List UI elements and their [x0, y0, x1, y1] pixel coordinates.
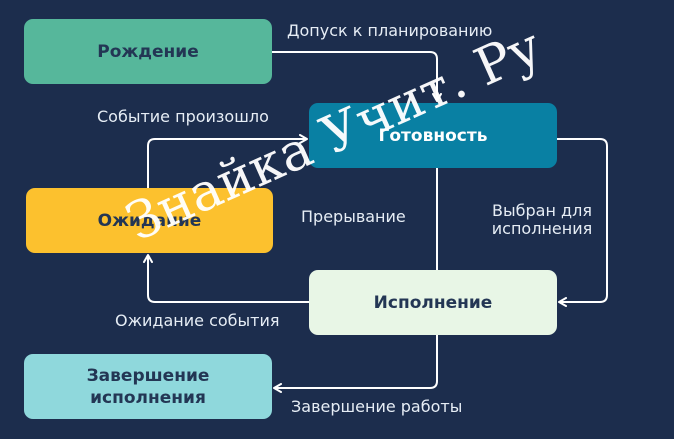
- transition-label-admit: Допуск к планированию: [287, 21, 493, 40]
- arrow-running-to-completion: [273, 335, 438, 393]
- state-waiting-label: Ожидание: [97, 210, 202, 231]
- transition-label-finish: Завершение работы: [291, 397, 463, 416]
- arrow-ready-to-running: [557, 138, 608, 307]
- state-running: Исполнение: [309, 270, 557, 335]
- arrow-waiting-to-ready: [147, 134, 308, 188]
- state-ready-label: Готовность: [378, 125, 488, 146]
- state-completion: Завершение исполнения: [24, 354, 272, 419]
- state-ready: Готовность: [309, 103, 557, 168]
- transition-label-wait-event: Ожидание события: [115, 311, 280, 330]
- arrow-birth-to-ready: [272, 51, 442, 102]
- arrow-running-to-waiting: [143, 254, 309, 303]
- transition-label-event-occurred: Событие произошло: [97, 107, 269, 126]
- state-waiting: Ожидание: [26, 188, 273, 253]
- transition-label-interrupt: Прерывание: [301, 207, 406, 226]
- state-birth: Рождение: [24, 19, 272, 84]
- state-birth-label: Рождение: [97, 41, 199, 62]
- state-completion-label: Завершение исполнения: [86, 365, 210, 408]
- transition-label-selected: Выбран для исполнения: [491, 201, 593, 238]
- state-running-label: Исполнение: [373, 292, 493, 313]
